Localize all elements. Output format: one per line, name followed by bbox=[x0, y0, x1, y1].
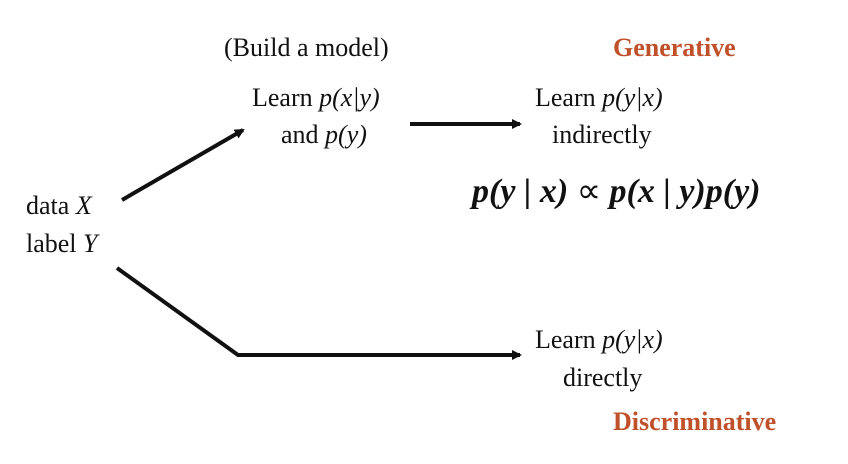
arrow-data-to-model bbox=[120, 128, 245, 202]
p-y-given-x: p(y|x) bbox=[602, 83, 663, 112]
learn-posterior-indirect-line2: indirectly bbox=[552, 120, 652, 149]
learn-posterior-direct-line1: Learn p(y|x) bbox=[535, 325, 663, 354]
learn-joint-line1: Learn p(x|y) bbox=[252, 83, 380, 112]
generative-tag: Generative bbox=[613, 33, 736, 62]
data-x-label: data X bbox=[26, 191, 92, 220]
arrow-data-to-discriminative bbox=[115, 266, 522, 360]
discriminative-tag: Discriminative bbox=[613, 407, 777, 436]
learn-posterior-direct-line2: directly bbox=[563, 363, 643, 392]
p-y: p(y) bbox=[325, 120, 367, 149]
p-y-given-x-direct: p(y|x) bbox=[602, 325, 663, 354]
learn-joint-line2: and p(y) bbox=[281, 120, 367, 149]
formula-rhs: p(x | y)p(y) bbox=[609, 173, 761, 210]
label-y-label: label Y bbox=[26, 229, 98, 258]
formula-proportional: ∝ bbox=[576, 173, 602, 210]
learn-posterior-indirect-line1: Learn p(y|x) bbox=[535, 83, 663, 112]
build-model-label: (Build a model) bbox=[224, 33, 389, 62]
bayes-formula: p(y | x) ∝ p(x | y)p(y) bbox=[472, 172, 761, 212]
formula-lhs: p(y | x) bbox=[472, 173, 569, 210]
p-x-given-y: p(x|y) bbox=[319, 83, 380, 112]
